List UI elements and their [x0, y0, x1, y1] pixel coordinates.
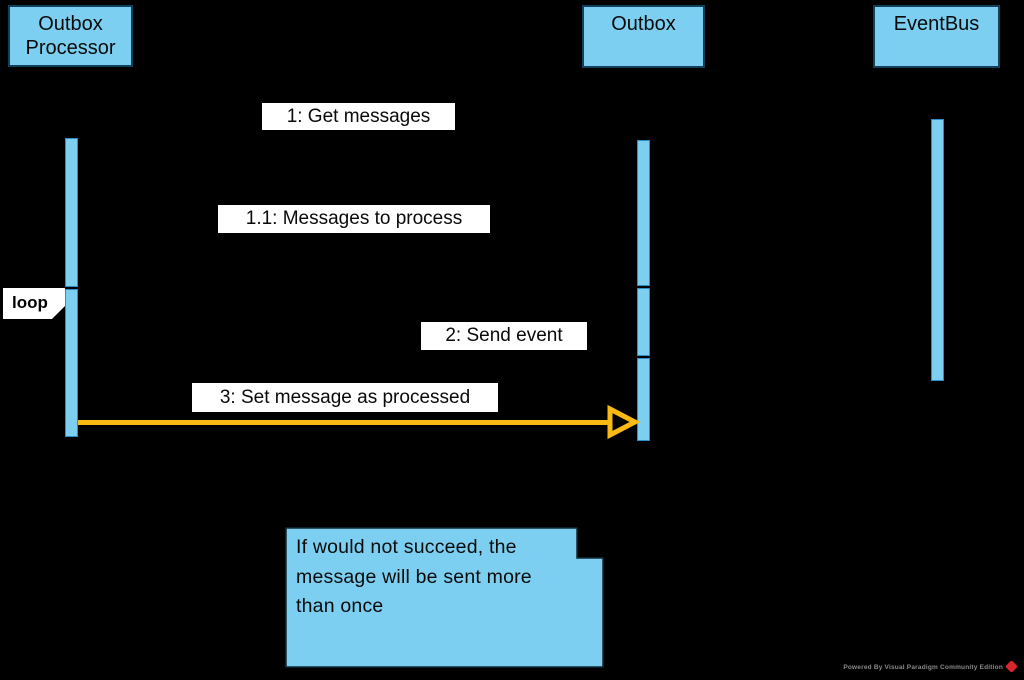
activation-bar-outbox-2 — [637, 288, 650, 356]
participant-label: EventBus — [893, 13, 980, 35]
note-line: than once — [296, 595, 384, 617]
message-2-label: 2: Send event — [421, 322, 587, 350]
visual-paradigm-logo-icon — [1005, 660, 1018, 673]
watermark-text: Powered By Visual Paradigm Community Edi… — [843, 664, 1003, 671]
activation-bar-outbox-1 — [637, 140, 650, 286]
message-3-label: 3: Set message as processed — [192, 383, 498, 412]
participant-outbox: Outbox — [582, 5, 705, 68]
loop-fragment-operator: loop — [3, 288, 65, 319]
message-3-arrowhead-icon — [607, 404, 640, 440]
message-1-label: 1: Get messages — [262, 103, 455, 130]
participant-outbox-processor: Outbox Processor — [8, 5, 133, 67]
participant-label: Outbox — [38, 13, 103, 35]
participant-label: Processor — [25, 37, 116, 59]
activation-bar-outbox-3 — [637, 358, 650, 441]
note-text: If would not succeed, the message will b… — [296, 533, 591, 622]
message-3-arrow-line — [78, 420, 608, 425]
message-1-1-label: 1.1: Messages to process — [218, 205, 490, 233]
activation-bar-outbox-processor-2 — [65, 289, 78, 437]
note-line: If would not succeed, the — [296, 536, 517, 558]
note-shape — [285, 527, 604, 668]
participant-label: Outbox — [611, 13, 676, 35]
activation-bar-outbox-processor-1 — [65, 138, 78, 287]
loop-fragment-label: loop — [12, 293, 48, 312]
participant-eventbus: EventBus — [873, 5, 1000, 68]
note-line: message will be sent more — [296, 565, 532, 588]
activation-bar-eventbus — [931, 119, 944, 381]
